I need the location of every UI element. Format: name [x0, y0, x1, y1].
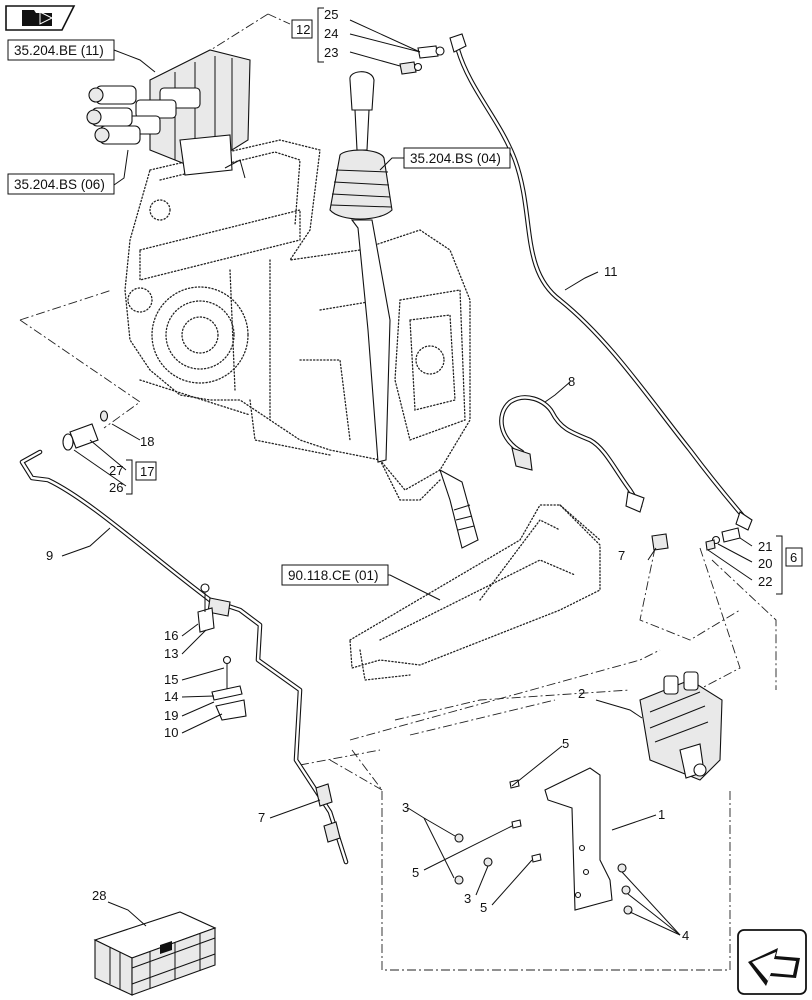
reference-box-35-204-be-11[interactable]: 35.204.BE (11) [7, 39, 115, 61]
callout-labels: 25 24 23 11 8 18 27 26 9 7 21 20 22 16 1… [46, 7, 772, 943]
callout-21[interactable]: 21 [758, 539, 772, 554]
folder-arrow-icon[interactable] [5, 5, 76, 31]
parts-kit-crate-icon [93, 911, 217, 996]
reference-box-35-204-bs-06[interactable]: 35.204.BS (06) [7, 173, 115, 195]
callout-4[interactable]: 4 [682, 928, 689, 943]
next-page-arrow-icon[interactable] [737, 929, 807, 995]
clamp-parts [197, 583, 247, 721]
reference-label: 35.204.BS (06) [14, 177, 105, 192]
control-valve-assembly [86, 49, 251, 179]
callout-7-right[interactable]: 7 [618, 548, 625, 563]
group-6[interactable]: 6 [776, 535, 803, 595]
assembly-outlines [19, 13, 777, 971]
callout-2[interactable]: 2 [578, 686, 585, 701]
reference-label: 35.204.BS (04) [410, 151, 501, 166]
callout-3-top[interactable]: 3 [402, 800, 409, 815]
callout-15[interactable]: 15 [164, 672, 178, 687]
callout-14[interactable]: 14 [164, 689, 178, 704]
callout-24[interactable]: 24 [324, 26, 338, 41]
reference-box-35-204-bs-04[interactable]: 35.204.BS (04) [403, 147, 511, 169]
callout-1[interactable]: 1 [658, 807, 665, 822]
callout-27[interactable]: 27 [109, 463, 123, 478]
callout-8[interactable]: 8 [568, 374, 575, 389]
callout-10[interactable]: 10 [164, 725, 178, 740]
callout-16[interactable]: 16 [164, 628, 178, 643]
gear-shift-lever [329, 71, 479, 549]
group-label: 17 [140, 464, 154, 479]
group-12[interactable]: 12 [291, 7, 324, 63]
group-label: 12 [296, 22, 310, 37]
callout-5-bottom[interactable]: 5 [480, 900, 487, 915]
transmission-housing [124, 139, 471, 501]
fittings-23-25 [399, 45, 445, 75]
callout-18[interactable]: 18 [140, 434, 154, 449]
hose-11 [449, 33, 753, 531]
callout-13[interactable]: 13 [164, 646, 178, 661]
hose-8 [499, 395, 645, 513]
group-label: 6 [790, 550, 797, 565]
callout-28[interactable]: 28 [92, 888, 106, 903]
callout-22[interactable]: 22 [758, 574, 772, 589]
callout-5-middle[interactable]: 5 [412, 865, 419, 880]
callout-5-top[interactable]: 5 [562, 736, 569, 751]
leader-lines [61, 19, 753, 936]
fittings-18-26-27 [62, 410, 109, 451]
tube-9 [19, 449, 349, 865]
reference-label: 35.204.BE (11) [14, 43, 104, 58]
callout-19[interactable]: 19 [164, 708, 178, 723]
callout-26[interactable]: 26 [109, 480, 123, 495]
callout-25[interactable]: 25 [324, 7, 338, 22]
support-frame [349, 504, 601, 681]
reference-label: 90.118.CE (01) [288, 568, 379, 583]
reference-box-90-118-ce-01[interactable]: 90.118.CE (01) [281, 564, 389, 586]
callout-7-left[interactable]: 7 [258, 810, 265, 825]
callout-9[interactable]: 9 [46, 548, 53, 563]
callout-20[interactable]: 20 [758, 556, 772, 571]
callout-23[interactable]: 23 [324, 45, 338, 60]
fitting-7-right [651, 533, 669, 551]
callout-3-bottom[interactable]: 3 [464, 891, 471, 906]
callout-11[interactable]: 11 [604, 264, 618, 279]
group-17[interactable]: 17 [126, 459, 157, 495]
valve-2 [639, 671, 723, 781]
bracket-1 [544, 767, 613, 911]
